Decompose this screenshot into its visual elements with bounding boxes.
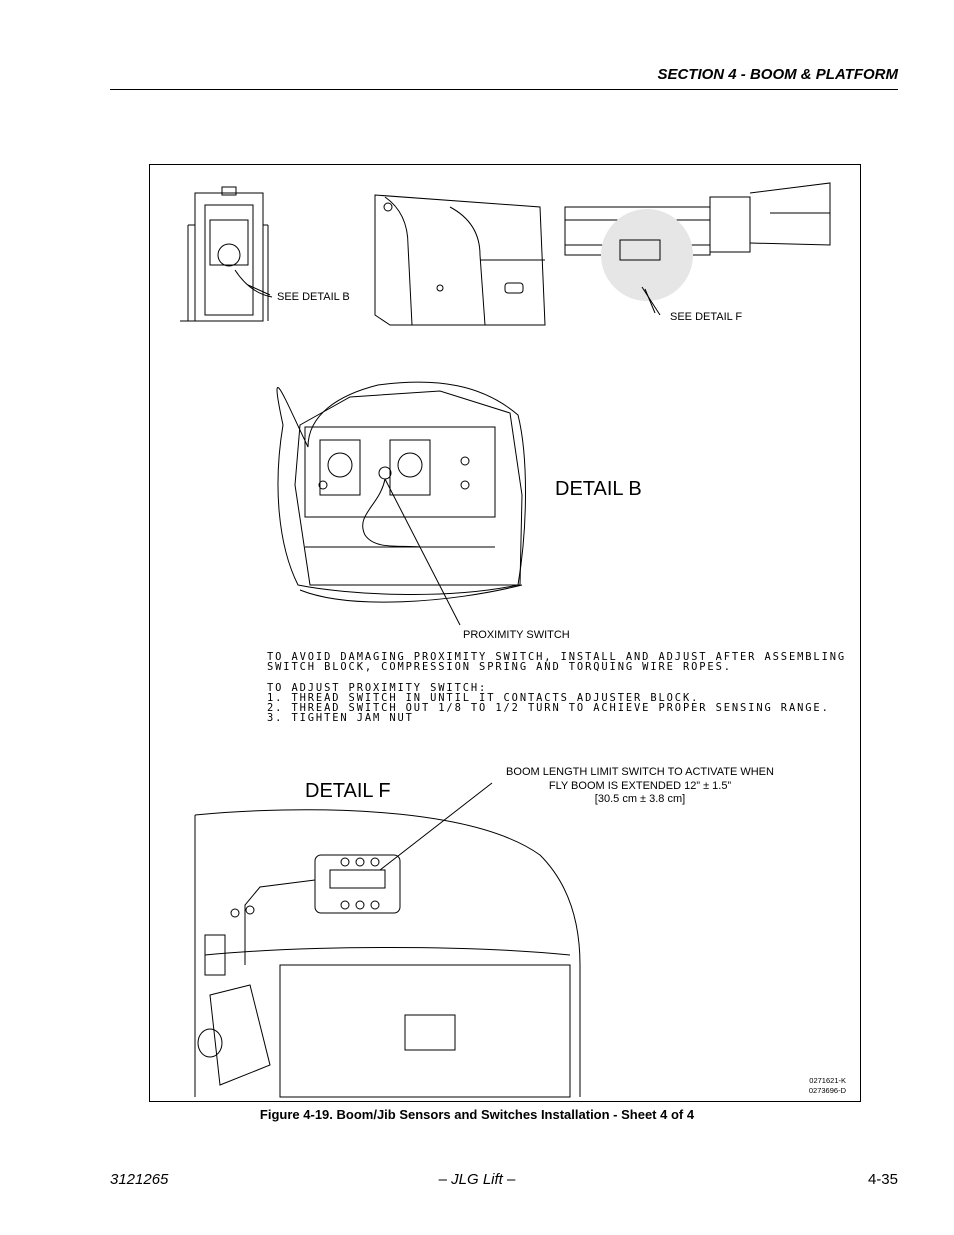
install-note-3: TO ADJUST PROXIMITY SWITCH:	[267, 682, 488, 694]
detail-f-label: DETAIL F	[305, 780, 391, 802]
install-note-2: SWITCH BLOCK, COMPRESSION SPRING AND TOR…	[267, 661, 732, 673]
header-rule	[110, 89, 898, 90]
callout-line-2: FLY BOOM IS EXTENDED 12” ± 1.5”	[548, 779, 732, 792]
install-note-4: 1. THREAD SWITCH IN UNTIL IT CONTACTS AD…	[267, 692, 700, 704]
detail-f-drawing	[194, 782, 581, 1098]
callout-line-1: BOOM LENGTH LIMIT SWITCH TO ACTIVATE WHE…	[506, 766, 774, 778]
plate-side-view	[374, 194, 546, 326]
footer-page-number: 4-35	[867, 1171, 898, 1188]
section-header-title: SECTION 4 - BOOM & PLATFORM	[657, 66, 898, 83]
install-note-1: TO AVOID DAMAGING PROXIMITY SWITCH, INST…	[267, 651, 847, 663]
see-detail-f-label: SEE DETAIL F	[670, 311, 743, 323]
end-view-drawing	[180, 186, 271, 322]
detail-b-label: DETAIL B	[555, 478, 642, 500]
detail-b-drawing	[276, 381, 526, 626]
part-number-2: 0273696-D	[808, 1086, 846, 1095]
boom-length-callout: BOOM LENGTH LIMIT SWITCH TO ACTIVATE WHE…	[480, 766, 800, 807]
technical-drawing	[180, 182, 831, 1098]
figure-frame: SEE DETAIL B SEE DETAIL F DETAIL B DETAI…	[149, 164, 861, 1102]
footer-doc-number: 3121265	[110, 1171, 169, 1188]
install-note-6: 3. TIGHTEN JAM NUT	[267, 712, 414, 724]
install-note-5: 2. THREAD SWITCH OUT 1/8 TO 1/2 TURN TO …	[267, 702, 830, 714]
proximity-switch-label: PROXIMITY SWITCH	[463, 629, 570, 641]
callout-line-3: [30.5 cm ± 3.8 cm]	[594, 793, 686, 805]
figure-caption: Figure 4-19. Boom/Jib Sensors and Switch…	[259, 1107, 695, 1122]
leader-see-detail-f	[644, 288, 656, 314]
footer-center-text: – JLG Lift –	[438, 1171, 516, 1188]
part-number-1: 0271621-K	[809, 1076, 846, 1085]
boom-top-view	[564, 182, 831, 316]
see-detail-b-label: SEE DETAIL B	[277, 291, 350, 303]
leader-see-detail-b	[234, 269, 273, 298]
